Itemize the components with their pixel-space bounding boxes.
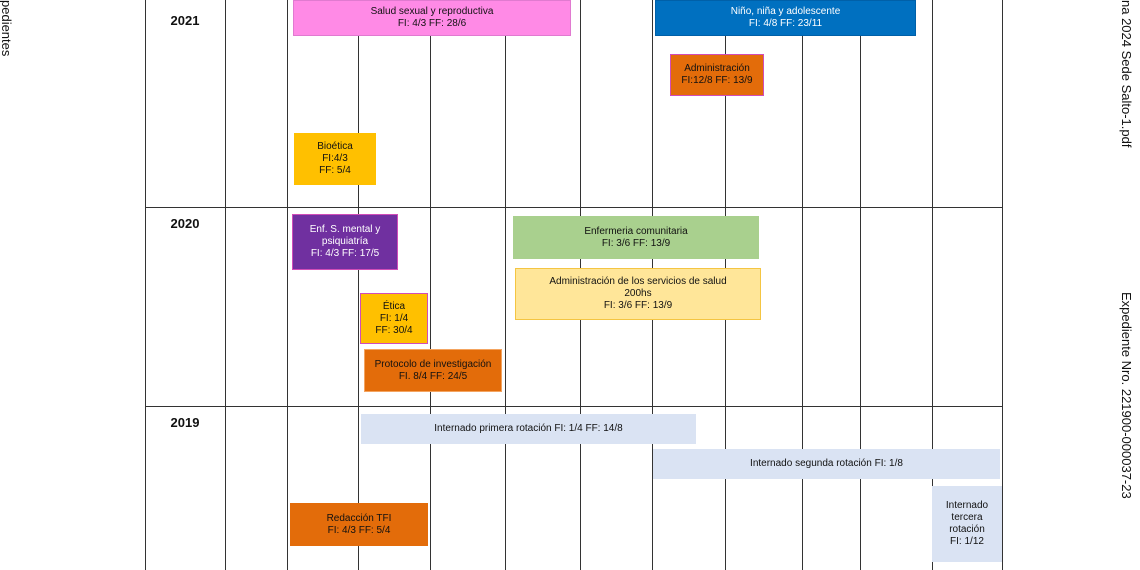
course-bar-label: Redacción TFI FI: 4/3 FF: 5/4 xyxy=(326,512,392,536)
course-bar-label: Enfermeria comunitaria FI: 3/6 FF: 13/9 xyxy=(584,225,688,249)
grid-hline xyxy=(145,406,1003,407)
course-bar-label: Salud sexual y reproductiva FI: 4/3 FF: … xyxy=(370,6,494,29)
course-bar-etica: Ética FI: 1/4 FF: 30/4 xyxy=(360,293,428,344)
course-bar-bioetica: Bioética FI:4/3 FF: 5/4 xyxy=(294,133,376,185)
course-bar-internado-segunda: Internado segunda rotación FI: 1/8 xyxy=(653,449,1000,479)
course-bar-label: Administración FI:12/8 FF: 13/9 xyxy=(681,63,753,86)
year-label-2019: 2019 xyxy=(170,415,200,430)
grid-vline xyxy=(430,0,431,570)
course-bar-salud-sexual: Salud sexual y reproductiva FI: 4/3 FF: … xyxy=(293,0,571,36)
grid-vline xyxy=(358,0,359,570)
course-bar-redaccion-tfi: Redacción TFI FI: 4/3 FF: 5/4 xyxy=(290,503,428,546)
course-bar-label: Enf. S. mental y psiquiatría FI: 4/3 FF:… xyxy=(309,224,381,259)
course-bar-protocolo-investigacion: Protocolo de investigación FI. 8/4 FF: 2… xyxy=(364,349,502,392)
course-bar-label: Administración de los servicios de salud… xyxy=(549,276,727,311)
year-label-2021: 2021 xyxy=(170,13,200,28)
course-bar-label: Internado segunda rotación FI: 1/8 xyxy=(750,458,903,469)
course-bar-label: Niño, niña y adolescente FI: 4/8 FF: 23/… xyxy=(730,6,841,29)
grid-vline xyxy=(860,0,861,570)
course-bar-label: Protocolo de investigación FI. 8/4 FF: 2… xyxy=(374,358,492,382)
left-margin-text: pedientes xyxy=(0,0,14,57)
grid-vline xyxy=(505,0,506,570)
course-bar-nino-nina-adolescente: Niño, niña y adolescente FI: 4/8 FF: 23/… xyxy=(655,0,916,36)
grid-vline xyxy=(287,0,288,570)
course-bar-enf-salud-mental: Enf. S. mental y psiquiatría FI: 4/3 FF:… xyxy=(292,214,398,270)
course-bar-label: Ética FI: 1/4 FF: 30/4 xyxy=(375,300,413,336)
right-margin-text-top: na 2024 Sede Salto-1.pdf xyxy=(1119,0,1134,148)
course-bar-internado-tercera: Internado tercera rotación FI: 1/12 xyxy=(932,486,1002,562)
grid-vline xyxy=(802,0,803,570)
course-bar-enfermeria-comunitaria: Enfermeria comunitaria FI: 3/6 FF: 13/9 xyxy=(513,216,759,259)
course-bar-internado-primera: Internado primera rotación FI: 1/4 FF: 1… xyxy=(361,414,696,444)
grid-vline xyxy=(145,0,146,570)
course-bar-label: Bioética FI:4/3 FF: 5/4 xyxy=(317,141,353,176)
course-bar-administracion-servicios: Administración de los servicios de salud… xyxy=(515,268,761,320)
course-bar-label: Internado tercera rotación FI: 1/12 xyxy=(945,500,989,547)
grid-vline xyxy=(932,0,933,570)
grid-vline xyxy=(225,0,226,570)
grid-hline xyxy=(145,207,1003,208)
right-margin-text-bottom: Expediente Nro. 221900-000037-23 xyxy=(1119,292,1134,499)
course-bar-administracion: Administración FI:12/8 FF: 13/9 xyxy=(670,54,764,96)
course-bar-label: Internado primera rotación FI: 1/4 FF: 1… xyxy=(434,423,623,434)
year-label-2020: 2020 xyxy=(170,216,200,231)
grid-vline xyxy=(1002,0,1003,570)
